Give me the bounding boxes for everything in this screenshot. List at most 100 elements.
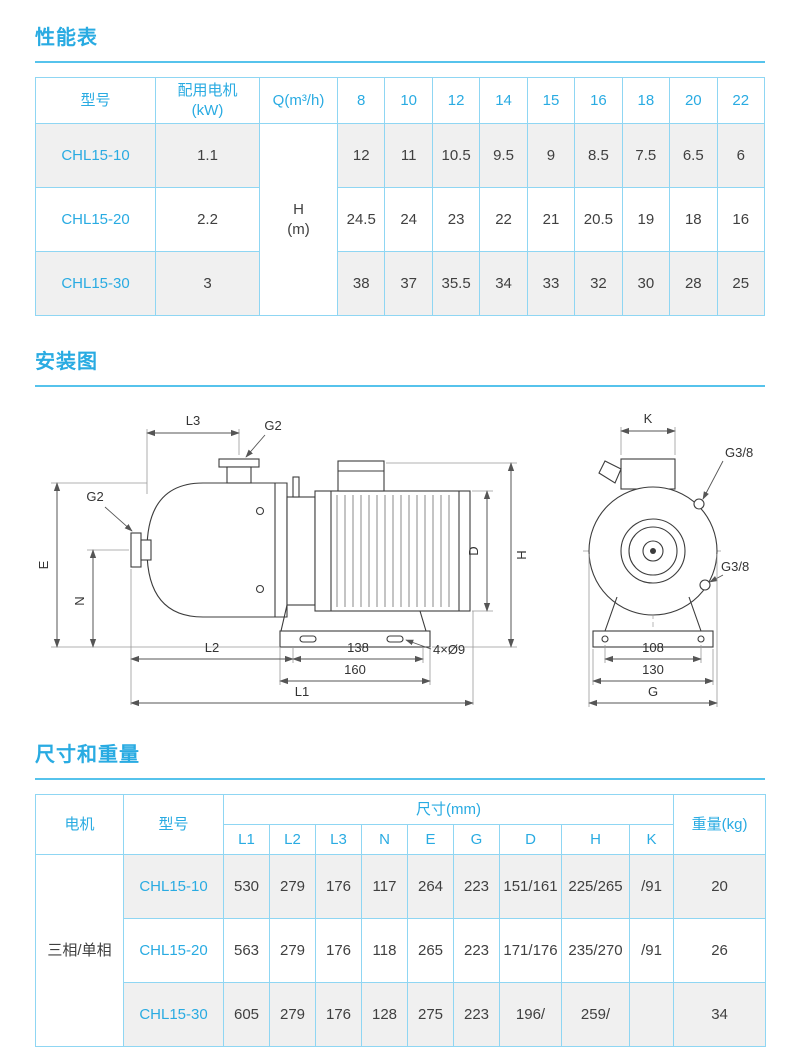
tie-rod-screw: [255, 584, 265, 594]
coupling-housing: [286, 496, 316, 606]
col-header-dim: L3: [315, 824, 362, 855]
model-cell: CHL15-10: [35, 123, 156, 188]
model-cell: CHL15-20: [123, 918, 224, 983]
side-view-dimensions: L3 G2 G2 E N: [36, 413, 529, 707]
head-value-cell: 9: [526, 123, 576, 188]
col-header-dim: K: [628, 824, 675, 855]
col-header-flow-value: 16: [574, 77, 623, 124]
dim-value-cell: 279: [269, 982, 316, 1047]
dim-value-cell: [628, 982, 675, 1047]
dim-value-cell: 176: [315, 982, 362, 1047]
dim-value-cell: 171/176: [499, 918, 562, 983]
installation-drawings: L3 G2 G2 E N: [35, 399, 765, 719]
pump-casing: [146, 482, 288, 618]
performance-row-chl15-30: CHL15-30 3 38 37 35.5 34 33 32 30 28 25: [35, 251, 765, 316]
pump-front-outline: [583, 458, 723, 648]
weight-cell: 20: [673, 854, 767, 919]
dim-value-cell: 117: [361, 854, 408, 919]
dim-value-cell: 235/270: [561, 918, 630, 983]
head-value-cell: 18: [669, 187, 718, 252]
weight-cell: 34: [673, 982, 767, 1047]
col-header-motor: 电机: [35, 794, 124, 855]
dim-value-cell: 128: [361, 982, 408, 1047]
head-unit-cell: H (m): [259, 123, 338, 316]
model-cell: CHL15-10: [123, 854, 224, 919]
base-plate: [279, 630, 431, 648]
terminal-box-front: [620, 458, 676, 490]
port-label-g2-top: G2: [264, 418, 281, 433]
performance-section-title: 性能表: [35, 27, 98, 49]
dimensions-header-row-1: 电机 型号 尺寸(mm) 重量(kg): [35, 794, 767, 855]
dim-value-cell: 196/: [499, 982, 562, 1047]
suction-port-flange: [130, 532, 142, 568]
head-value-cell: 16: [716, 187, 765, 252]
dim-value-cell: 223: [453, 854, 500, 919]
dim-value-cell: 176: [315, 918, 362, 983]
discharge-spout-front: [598, 460, 622, 484]
col-header-flow-value: 20: [669, 77, 718, 124]
pump-side-view-drawing: L3 G2 G2 E N: [36, 413, 529, 707]
head-value-cell: 25: [716, 251, 765, 316]
dim-value-cell: 265: [407, 918, 454, 983]
model-cell: CHL15-30: [35, 251, 156, 316]
col-header-weight: 重量(kg): [673, 794, 767, 855]
power-cell: 1.1: [155, 123, 260, 188]
head-value-cell: 20.5: [574, 187, 623, 252]
fill-plug: [693, 498, 705, 510]
discharge-port-flange: [218, 458, 260, 468]
col-header-flow-value: 8: [336, 77, 386, 124]
weight-cell: 26: [673, 918, 767, 983]
head-value-cell: 6.5: [669, 123, 718, 188]
dim-value-cell: 118: [361, 918, 408, 983]
head-value-cell: 9.5: [479, 123, 528, 188]
dim-label-g: G: [648, 684, 658, 699]
head-value-cell: 33: [526, 251, 576, 316]
dim-value-cell: 530: [223, 854, 270, 919]
head-value-cell: 8.5: [574, 123, 623, 188]
col-header-flow-value: 15: [526, 77, 576, 124]
head-value-cell: 23: [431, 187, 481, 252]
col-header-dim: L2: [269, 824, 316, 855]
dimensions-table: 电机 型号 尺寸(mm) 重量(kg) L1 L2 L3 N E G D H K: [35, 794, 767, 1047]
dim-value-cell: 605: [223, 982, 270, 1047]
head-value-cell: 30: [621, 251, 671, 316]
dim-value-cell: /91: [628, 854, 675, 919]
drain-plug: [699, 579, 711, 591]
col-header-model: 型号: [35, 77, 156, 124]
shaft-center: [650, 548, 656, 554]
dim-label-h: H: [514, 550, 529, 559]
performance-table: 型号 配用电机 (kW) Q(m³/h) 8 10 12 14 15 16 18…: [35, 77, 765, 316]
base-bolt-hole: [697, 635, 705, 643]
col-header-flow-value: 10: [384, 77, 433, 124]
title-underline: [35, 61, 765, 63]
title-underline: [35, 778, 765, 780]
dim-value-cell: 223: [453, 918, 500, 983]
motor-body: [314, 490, 471, 612]
base-slot-hole: [299, 635, 317, 643]
dim-value-cell: 563: [223, 918, 270, 983]
model-cell: CHL15-30: [123, 982, 224, 1047]
dim-label-k: K: [644, 411, 653, 426]
head-value-cell: 24.5: [336, 187, 386, 252]
dim-label-e: E: [36, 560, 51, 569]
dim-value-cell: 223: [453, 982, 500, 1047]
dim-label-130: 130: [642, 662, 664, 677]
head-value-cell: 22: [479, 187, 528, 252]
installation-section: 安装图: [35, 350, 765, 719]
dim-value-cell: 259/: [561, 982, 630, 1047]
terminal-box: [337, 460, 385, 492]
dimensions-section: 尺寸和重量 电机 型号 尺寸(mm) 重量(kg) L1 L2: [35, 743, 767, 1047]
base-bolt-hole: [601, 635, 609, 643]
dim-value-cell: /91: [628, 918, 675, 983]
performance-row-chl15-20: CHL15-20 2.2 24.5 24 23 22 21 20.5 19 18…: [35, 187, 765, 252]
col-header-motor-power: 配用电机 (kW): [155, 77, 260, 124]
dim-label-l3: L3: [186, 413, 200, 428]
col-header-dim: E: [407, 824, 454, 855]
air-vent-pin: [292, 476, 300, 498]
performance-section: 性能表 型号 配用电机 (kW) Q(m³/h) 8 10 12 14 15 1…: [35, 26, 765, 316]
head-value-cell: 28: [669, 251, 718, 316]
title-underline: [35, 385, 765, 387]
dim-label-bolt-holes: 4×Ø9: [433, 642, 465, 657]
head-value-cell: 34: [479, 251, 528, 316]
front-view-dimensions: K G3/8 G3/8 108 130: [588, 411, 753, 707]
